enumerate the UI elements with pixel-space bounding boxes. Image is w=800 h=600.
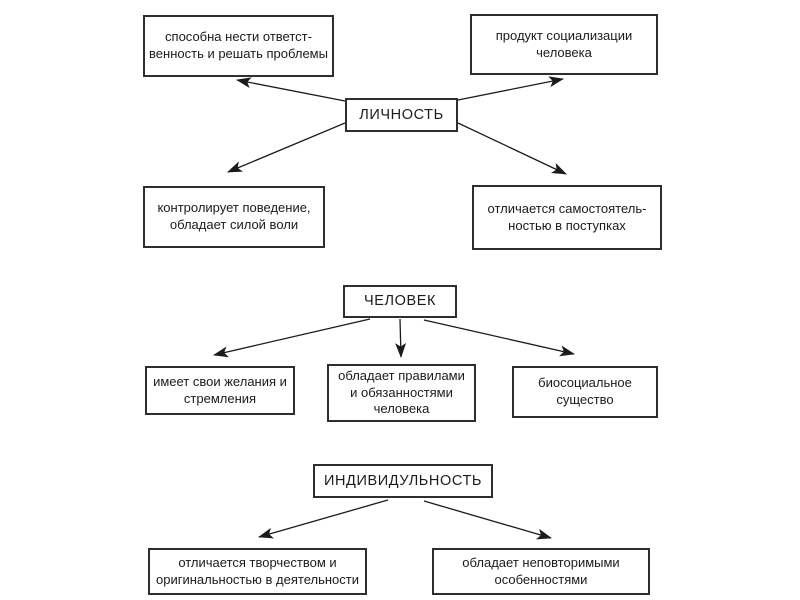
arrow-lichnost-topleft — [236, 77, 346, 102]
arrow-individ-left — [258, 499, 389, 539]
branch-node-desires: имеет свои желания и стремления — [145, 366, 295, 415]
branch-node-unique-features: обладает неповторимыми особенностями — [432, 548, 650, 595]
branch-node-socialization-product: продукт социализации человека — [470, 14, 658, 75]
arrow-chelovek-left — [213, 318, 371, 358]
arrow-lichnost-botright — [457, 122, 567, 175]
branch-node-creativity: отличается творчеством и оригинальностью… — [148, 548, 367, 595]
branch-node-rules-duties: обладает правилами и обязанностями челов… — [327, 364, 476, 422]
concept-node-lichnost: ЛИЧНОСТЬ — [345, 98, 458, 132]
arrow-lichnost-botleft — [227, 122, 346, 173]
arrow-chelovek-center — [395, 318, 407, 358]
concept-node-individualnost: ИНДИВИДУЛЬНОСТЬ — [313, 464, 493, 498]
arrow-individ-right — [423, 500, 552, 540]
branch-node-responsibility: способна нести ответст- венность и решат… — [143, 15, 334, 77]
branch-node-controls-behavior: контролирует поведение, обладает силой в… — [143, 186, 325, 248]
arrow-lichnost-topright — [457, 76, 564, 101]
arrow-chelovek-right — [423, 319, 575, 357]
concept-node-chelovek: ЧЕЛОВЕК — [343, 285, 457, 318]
branch-node-biosocial: биосоциальное существо — [512, 366, 658, 418]
branch-node-independent-actions: отличается самостоятель- ностью в поступ… — [472, 185, 662, 250]
